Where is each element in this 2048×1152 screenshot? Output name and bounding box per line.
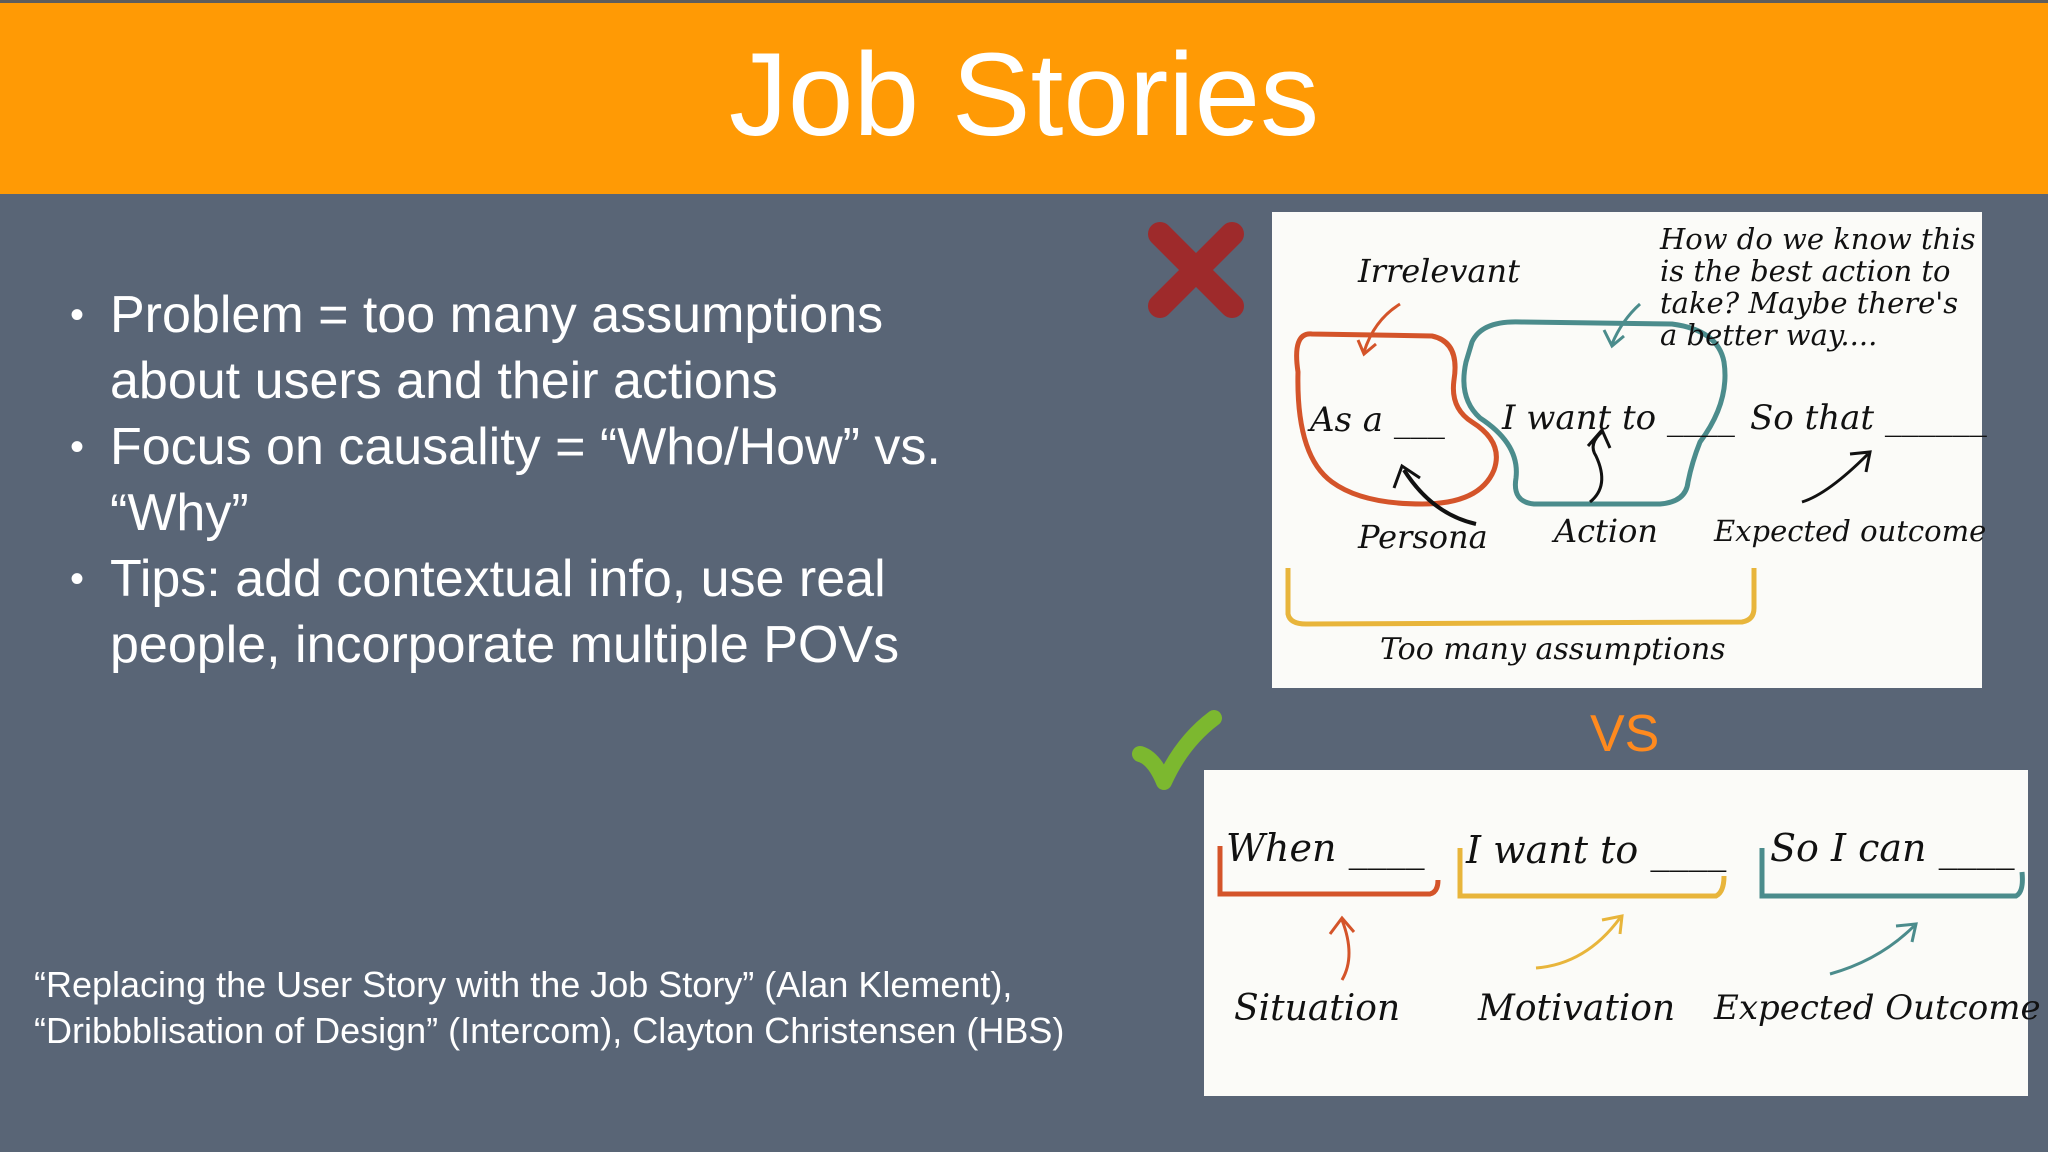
- slide-title: Job Stories: [728, 28, 1320, 161]
- bullet-item: • Problem = too many assumptions about us…: [70, 282, 970, 414]
- as-a-label: As a ___: [1310, 400, 1445, 440]
- note-line: a better way....: [1660, 318, 1878, 352]
- bullet-dot-icon: •: [70, 557, 85, 601]
- motivation-label: Motivation: [1478, 988, 1676, 1029]
- bullet-text: Focus on causality = “Who/How” vs. “Why”: [110, 418, 941, 542]
- action-label: Action: [1554, 512, 1658, 550]
- bullet-item: • Tips: add contextual info, use real peo…: [70, 546, 970, 678]
- user-story-drawing: [1285, 302, 1872, 627]
- expected-outcome-label: Expected Outcome: [1714, 988, 2041, 1028]
- bullet-text: Tips: add contextual info, use real peop…: [110, 550, 900, 674]
- job-story-drawing: [1217, 846, 2025, 981]
- bullet-dot-icon: •: [70, 293, 85, 337]
- situation-label: Situation: [1234, 988, 1401, 1029]
- too-many-assumptions-label: Too many assumptions: [1380, 632, 1726, 667]
- bullet-dot-icon: •: [70, 425, 85, 469]
- citation: “Replacing the User Story with the Job S…: [34, 962, 1174, 1054]
- irrelevant-label: Irrelevant: [1358, 252, 1520, 290]
- cross-icon: [1146, 222, 1244, 320]
- so-i-can-label: So I can ____: [1770, 826, 2015, 870]
- persona-label: Persona: [1358, 518, 1488, 556]
- bullet-list: • Problem = too many assumptions about us…: [70, 282, 970, 678]
- job-story-diagram: When ____ I want to ____ So I can ____ S…: [1204, 770, 2041, 1096]
- so-that-label: So that ______: [1750, 398, 1987, 438]
- citation-line: “Dribbblisation of Design” (Intercom), C…: [34, 1010, 1065, 1051]
- vs-label: VS: [1590, 705, 1660, 763]
- expected-outcome-label: Expected outcome: [1714, 514, 1987, 548]
- bullet-item: • Focus on causality = “Who/How” vs. “Why…: [70, 414, 970, 546]
- title-bar: Job Stories: [0, 0, 2048, 194]
- when-label: When ____: [1226, 826, 1425, 870]
- user-story-diagram: Irrelevant How do we know this is the be…: [1272, 212, 1987, 688]
- check-icon: [1132, 710, 1222, 790]
- note-line: How do we know this: [1660, 222, 1976, 256]
- bullet-text: Problem = too many assumptions about use…: [110, 286, 884, 410]
- note-line: take? Maybe there's: [1660, 286, 1959, 320]
- i-want-to-label: I want to ____: [1466, 828, 1727, 872]
- i-want-to-label: I want to ____: [1502, 398, 1735, 438]
- citation-line: “Replacing the User Story with the Job S…: [34, 964, 1013, 1005]
- note-line: is the best action to: [1660, 254, 1951, 288]
